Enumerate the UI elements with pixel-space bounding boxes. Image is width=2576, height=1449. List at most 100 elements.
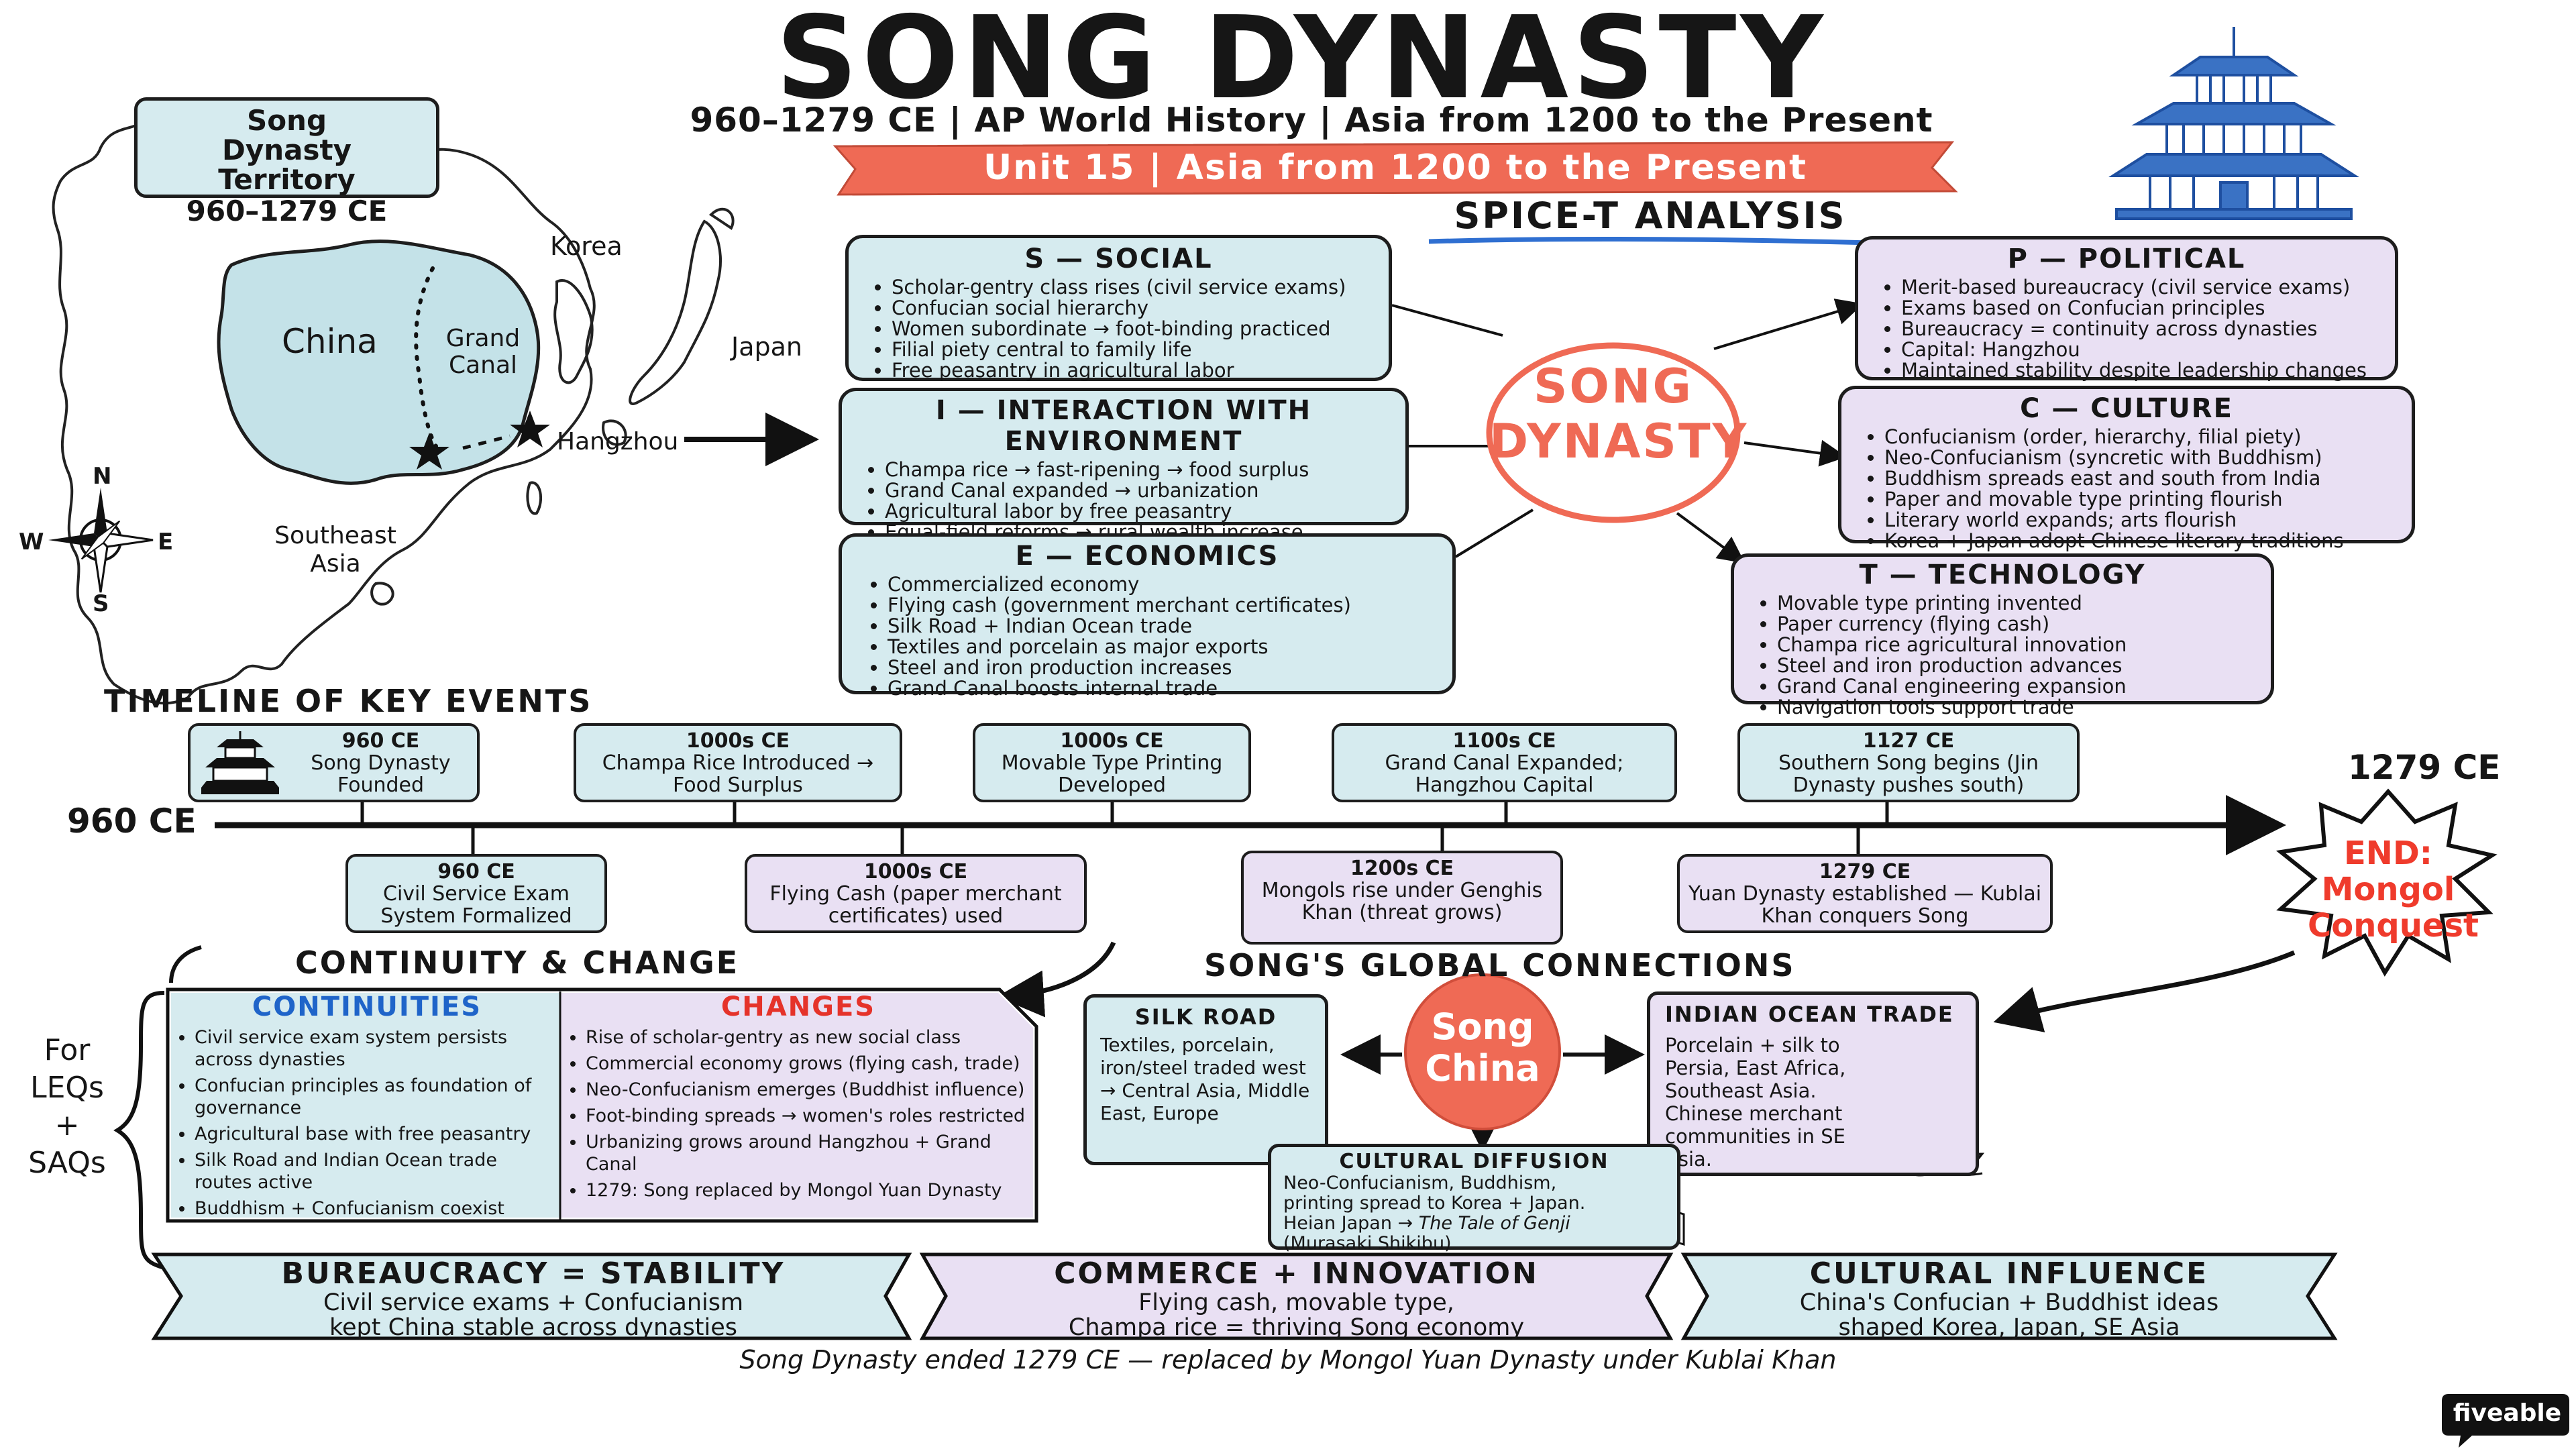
compass-e: E [158,529,174,555]
economics-item: Flying cash (government merchant certifi… [888,595,1430,616]
event-date: 1000s CE [686,729,790,753]
social-item: Filial piety central to family life [892,339,1368,360]
map-territory-label: Song Dynasty Territory 960–1279 CE [134,97,439,227]
continuity-item: Civil service exam system persists acros… [195,1026,558,1071]
spicet-culture-box: C — CULTURE Confucianism (order, hierarc… [1838,386,2415,551]
event-text: Yuan Dynasty established — Kublai Khan c… [1688,882,2042,928]
continuity-item: Buddhism + Confucianism coexist [195,1197,558,1220]
political-title: P — POLITICAL [2007,244,2246,274]
timeline-event-below: 1000s CE Flying Cash (paper merchant cer… [745,854,1087,933]
economics-item: Steel and iron production increases [888,657,1430,678]
continuity-item: Agricultural base with free peasantry [195,1123,558,1145]
brand-label[interactable]: fiveable [2453,1399,2562,1427]
event-date: 1127 CE [1862,729,1955,753]
change-item: Foot-binding spreads → women's roles res… [586,1105,1030,1127]
diffusion-line-3a: Heian Japan → [1283,1213,1419,1234]
unit-banner-shape [833,141,1958,196]
technology-item: Navigation tools support trade [1777,697,2251,718]
ribbon-bureaucracy: BUREAUCRACY = STABILITY Civil service ex… [181,1256,885,1340]
song-china-hub-label: Song China [1405,1006,1560,1089]
timeline-event-below: 1200s CE Mongols rise under Genghis Khan… [1241,851,1563,945]
culture-item: Buddhism spreads east and south from Ind… [1884,468,2392,489]
ribbon-line: Civil service exams + Confucianism [323,1289,744,1316]
culture-item: Confucianism (order, hierarchy, filial p… [1884,427,2392,447]
continuity-item: Confucian principles as foundation of go… [195,1075,558,1119]
spicet-political-box: P — POLITICAL Merit-based bureaucracy (c… [1855,236,2398,381]
event-text: Southern Song begins (Jin Dynasty pushes… [1778,751,2039,797]
change-item: Urbanizing grows around Hangzhou + Grand… [586,1131,1030,1175]
ribbon-line: shaped Korea, Japan, SE Asia [1838,1314,2180,1341]
diffusion-tale-of-genji: The Tale of Genji [1418,1213,1570,1234]
ribbon-line: China's Confucian + Buddhist ideas [1799,1289,2219,1316]
timeline-heading: TIMELINE OF KEY EVENTS [104,683,593,719]
economics-title: E — ECONOMICS [1015,541,1279,572]
center-oval-label: SONG DYNASTY [1489,359,1746,469]
event-date: 960 CE [341,729,420,753]
social-item: Women subordinate → foot-binding practic… [892,319,1368,339]
continuities-column: CONTINUITIES Civil service exam system p… [176,991,558,1220]
interaction-title: I — INTERACTION WITH ENVIRONMENT [935,395,1312,457]
interaction-item: Grand Canal expanded → urbanization [885,480,1385,501]
continuities-title: CONTINUITIES [252,991,482,1022]
curly-brace [113,991,165,1270]
ribbon-bg-3 [1680,1252,2338,1340]
ribbon-title: COMMERCE + INNOVATION [1054,1256,1539,1291]
silk-road-box: SILK ROAD Textiles, porcelain, iron/stee… [1083,994,1328,1165]
interaction-item: Agricultural labor by free peasantry [885,501,1385,522]
compass-n: N [93,463,112,490]
economics-item: Commercialized economy [888,574,1430,595]
song-china-hub [1404,973,1561,1130]
change-item: Rise of scholar-gentry as new social cla… [586,1026,1030,1049]
political-item: Maintained stability despite leadership … [1901,360,2375,381]
timeline-start-label: 960 CE [67,802,197,841]
ribbon-title: BUREAUCRACY = STABILITY [281,1256,786,1291]
silk-road-title: SILK ROAD [1134,1004,1277,1030]
change-item: Commercial economy grows (flying cash, t… [586,1053,1030,1075]
center-line-1: SONG [1534,359,1693,414]
timeline-end-label: 1279 CE [2348,748,2501,787]
ribbon-culture: CULTURAL INFLUENCE China's Confucian + B… [1707,1256,2311,1340]
culture-item: Korea + Japan adopt Chinese literary tra… [1884,531,2392,551]
indian-ocean-title: INDIAN OCEAN TRADE [1665,1002,1954,1027]
compass-rose-icon [48,488,154,593]
map-label-japan: Japan [731,332,802,362]
political-item: Bureaucracy = continuity across dynastie… [1901,319,2375,339]
indian-ocean-box: INDIAN OCEAN TRADE Porcelain + silk to P… [1647,991,1979,1176]
changes-column: CHANGES Rise of scholar-gentry as new so… [567,991,1030,1201]
map-star-hangzhou [510,411,550,447]
map-label-grand-canal: Grand Canal [445,325,521,379]
small-pagoda-icon [201,731,279,794]
spicet-technology-box: T — TECHNOLOGY Movable type printing inv… [1731,553,2274,718]
economics-item: Silk Road + Indian Ocean trade [888,616,1430,637]
timeline-event-above: 1100s CE Grand Canal Expanded; Hangzhou … [1332,723,1677,802]
map-star-kaifeng [409,433,449,470]
event-text: Grand Canal Expanded; Hangzhou Capital [1385,751,1624,797]
economics-item: Grand Canal boosts internal trade [888,678,1430,699]
changes-title: CHANGES [720,991,876,1022]
map-outline-japan [629,219,722,405]
territory-years: 960–1279 CE [186,195,388,227]
technology-item: Movable type printing invented [1777,593,2251,614]
map-label-se-asia: Southeast Asia [274,522,396,578]
ribbon-bg-1 [151,1252,912,1340]
ribbon-commerce: COMMERCE + INNOVATION Flying cash, movab… [946,1256,1647,1340]
interaction-item: Champa rice → fast-ripening → food surpl… [885,460,1385,480]
technology-title: T — TECHNOLOGY [1859,559,2146,590]
technology-item: Champa rice agricultural innovation [1777,635,2251,655]
economics-item: Textiles and porcelain as major exports [888,637,1430,657]
center-oval-shape [1486,342,1741,523]
diffusion-line-2: printing spread to Korea + Japan. [1283,1193,1586,1214]
spicet-economics-box: E — ECONOMICS Commercialized economy Fly… [839,533,1456,699]
ribbon-line: Champa rice = thriving Song economy [1068,1314,1525,1341]
change-item: 1279: Song replaced by Mongol Yuan Dynas… [586,1179,1030,1201]
end-badge-label: END: Mongol Conquest [2308,835,2479,944]
event-text: Movable Type Printing Developed [1001,751,1223,797]
pagoda-icon [2108,27,2359,220]
ribbon-line: Flying cash, movable type, [1138,1289,1454,1316]
event-date: 960 CE [437,860,515,883]
spicet-interaction-box: I — INTERACTION WITH ENVIRONMENT Champa … [839,388,1409,543]
page-subtitle: 960–1279 CE | AP World History | Asia fr… [690,101,1933,140]
indian-ocean-text: Porcelain + silk to Persia, East Africa,… [1665,1034,1846,1171]
culture-item: Paper and movable type printing flourish [1884,489,2392,510]
